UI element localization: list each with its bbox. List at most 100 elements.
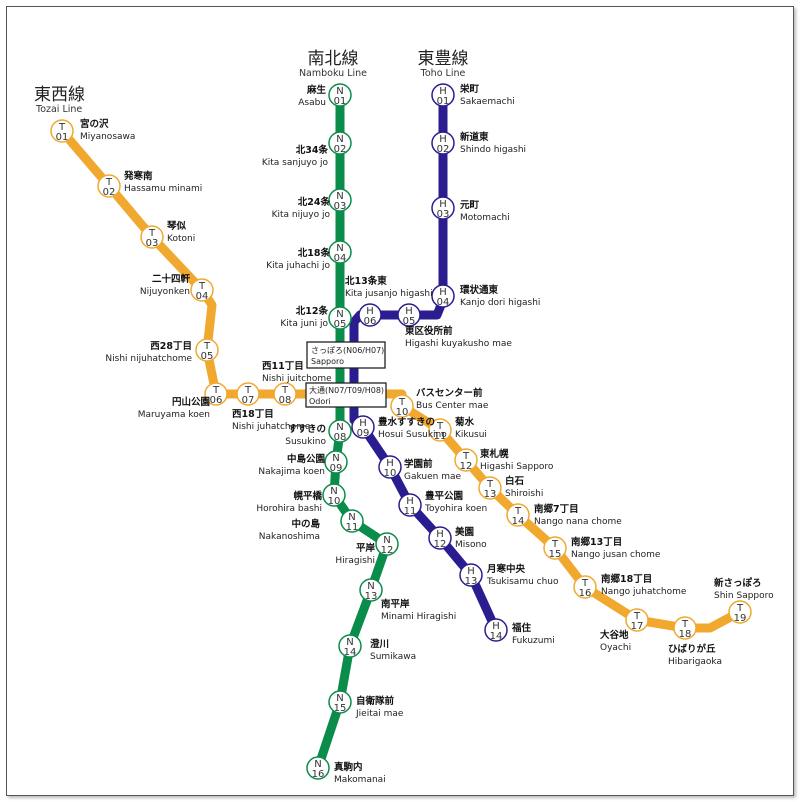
station-letter: H [492,621,500,632]
station-letter: T [148,228,156,239]
station-marker [398,493,422,517]
station-marker [328,419,352,443]
tozai-station-T11[interactable]: T11 [428,418,452,442]
tozai-station-T14[interactable]: T14 [506,503,530,527]
namboku-station-N02[interactable]: N02 [328,131,352,155]
namboku-station-N08[interactable]: N08 [328,419,352,443]
station-marker [140,225,164,249]
namboku-station-N04[interactable]: N04 [328,240,352,264]
toho-station-H02[interactable]: H02 [431,131,455,155]
station-letter: H [439,199,447,210]
namboku-station-N14[interactable]: N14 [338,634,362,658]
tozai-station-T04[interactable]: T04 [190,278,214,302]
station-letter: T [462,451,470,462]
tozai-station-T15[interactable]: T15 [543,536,567,560]
station-name-en: Hiragishi [335,556,375,566]
station-name-jp: 真駒内 [334,761,363,773]
station-marker [306,756,330,780]
tozai-station-T05[interactable]: T05 [195,338,219,362]
namboku-station-N01[interactable]: N01 [328,83,352,107]
station-name-en: Nishi juitchome [262,374,332,384]
toho-station-H12[interactable]: H12 [428,526,452,550]
toho-station-H11[interactable]: H11 [398,493,422,517]
tozai-station-T19[interactable]: T19 [728,600,752,624]
tozai-station-T17[interactable]: T17 [625,608,649,632]
station-name-en: Nango juhatchome [601,587,687,597]
namboku-station-N12[interactable]: N12 [375,532,399,556]
toho-station-H14[interactable]: H14 [484,618,508,642]
station-name-en: Kanjo dori higashi [460,298,540,308]
station-marker [328,83,352,107]
tozai-station-T16[interactable]: T16 [573,575,597,599]
station-marker [625,608,649,632]
station-marker [338,634,362,658]
station-number: 17 [631,621,644,632]
station-name-en: Nakanoshima [259,532,320,542]
station-marker [431,83,455,107]
namboku-station-N05[interactable]: N05 [328,306,352,330]
toho-station-H03[interactable]: H03 [431,196,455,220]
station-name-jp: 南平岸 [381,598,410,610]
station-marker [390,394,414,418]
station-marker [397,303,421,327]
station-name-jp: 西18丁目 [232,409,274,420]
tozai-station-T03[interactable]: T03 [140,225,164,249]
tozai-station-T07[interactable]: T07 [236,382,260,406]
tozai-station-T18[interactable]: T18 [673,616,697,640]
station-letter: N [336,693,343,704]
toho-station-H10[interactable]: H10 [378,455,402,479]
station-marker [431,131,455,155]
namboku-station-N10[interactable]: N10 [322,483,346,507]
tozai-station-T01[interactable]: T01 [50,119,74,143]
station-letter: T [436,421,444,432]
namboku-station-N11[interactable]: N11 [340,509,364,533]
station-name-jp: 澄川 [370,638,389,650]
station-name-jp: 東区役所前 [404,325,453,337]
tozai-station-T12[interactable]: T12 [454,448,478,472]
tozai-station-T08[interactable]: T08 [273,382,297,406]
station-name-en: Higashi kuyakusho mae [405,339,512,349]
station-marker [506,503,530,527]
station-marker [728,600,752,624]
namboku-station-N09[interactable]: N09 [324,450,348,474]
station-number: 14 [344,647,357,658]
toho-station-H05[interactable]: H05 [397,303,421,327]
station-name-jp: 環状通東 [460,284,499,296]
tozai-station-T02[interactable]: T02 [97,174,121,198]
station-name-jp: 平岸 [356,542,376,554]
transfer-box-sapporo[interactable]: さっぽろ(N06/H07) Sapporo [306,341,386,369]
transfer-box-odori[interactable]: 大通(N07/T09/H08) Odori [305,382,387,408]
namboku-station-N03[interactable]: N03 [328,188,352,212]
station-name-en: Kita sanjuyo jo [262,158,329,168]
station-name-en: Kita juhachi jo [266,261,330,271]
station-name-en: Nango nana chome [534,517,622,527]
station-marker [328,306,352,330]
toho-station-H13[interactable]: H13 [459,563,483,587]
toho-station-H09[interactable]: H09 [351,415,375,439]
station-marker [378,455,402,479]
tozai-station-T06[interactable]: T06 [204,382,228,406]
toho-station-H04[interactable]: H04 [431,284,455,308]
tozai-station-T13[interactable]: T13 [478,476,502,500]
station-number: 09 [330,463,343,474]
station-name-jp: ひばりが丘 [668,643,716,655]
station-name-en: Hassamu minami [124,184,202,194]
station-name-en: Gakuen mae [404,472,462,482]
station-letter: H [406,496,414,507]
station-name-jp: 中島公園 [287,453,325,465]
station-marker [543,536,567,560]
station-marker [454,448,478,472]
tozai-station-T10[interactable]: T10 [390,394,414,418]
namboku-station-N15[interactable]: N15 [328,690,352,714]
station-name-jp: 発寒南 [123,170,153,182]
station-letter: N [336,134,343,145]
station-number: 11 [346,522,359,533]
namboku-station-N13[interactable]: N13 [359,578,383,602]
namboku-station-N16[interactable]: N16 [306,756,330,780]
station-letter: T [514,506,522,517]
station-letter: T [203,341,211,352]
toho-station-H06[interactable]: H06 [358,303,382,327]
namboku-line-track [313,95,392,770]
toho-station-H01[interactable]: H01 [431,83,455,107]
station-name-en: Miyanosawa [80,132,135,142]
